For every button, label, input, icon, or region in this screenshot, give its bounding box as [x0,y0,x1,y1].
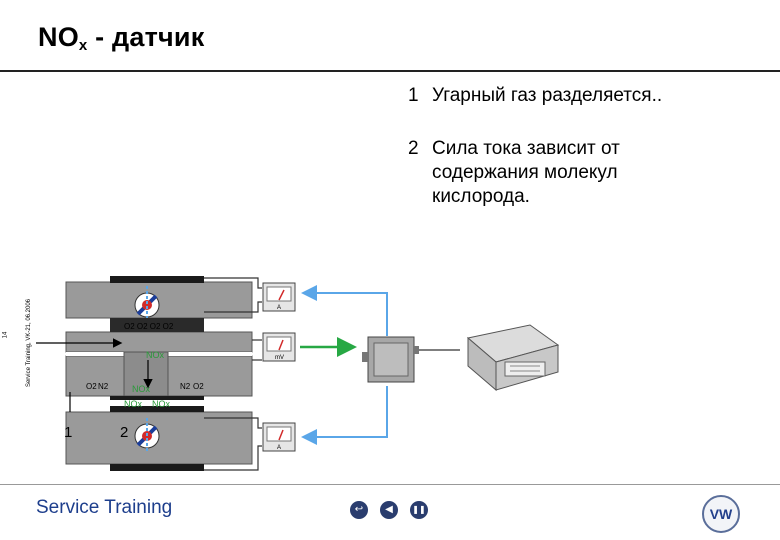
label-o2-left: O2 [86,382,97,391]
chamber-1-label: 1 [64,424,72,441]
nox-sensor-control-unit [362,336,419,383]
ammeter-bottom-unit: A [277,445,281,451]
label-nox-bottom-b: NOx [152,399,171,409]
title-rest: - датчик [87,22,205,52]
label-nox-bottom-a: NOx [124,399,143,409]
vw-logo: VW [702,495,740,533]
note-1-number: 1 [408,85,419,106]
ammeter-top-unit: A [277,305,281,311]
label-o2-right: O2 [193,382,204,391]
control-arrow-top [301,285,388,336]
ammeter-bottom: A [262,422,296,452]
vw-logo-text: VW [709,506,733,522]
pause-icon[interactable]: ❚❚ [410,501,428,519]
control-arrow-bottom [301,386,388,445]
prev-triangle-icon[interactable]: ◀ [380,501,398,519]
page-title: NOx - датчик [38,22,204,54]
note-1-text: Угарный газ разделяется.. [432,85,663,106]
note-2-number: 2 [408,138,419,159]
wiring [204,277,262,471]
header-divider [0,70,780,72]
ammeter-top: A [262,282,296,312]
chamber-2-label: 2 [120,424,128,441]
label-n2-right: N2 [180,382,191,391]
label-nox-upper: NOx [146,350,165,360]
label-n2-left: N2 [98,382,109,391]
return-arrow-icon[interactable]: ↩ [350,501,368,519]
note-2: 2 Сила тока зависит от содержания молекул… [408,137,672,209]
title-main: NO [38,22,79,52]
millivoltmeter-unit: mV [275,355,284,361]
note-1: 1 Угарный газ разделяется.. [408,84,672,108]
engine-control-unit [466,324,560,392]
label-nox-lower: NOx [132,384,151,394]
title-subscript: x [78,37,88,54]
brand-service-training: Service Training [36,497,173,518]
millivoltmeter: mV [262,332,296,362]
note-2-text: Сила тока зависит от содержания молекул … [432,138,620,207]
label-o2-top: O2 O2 O2 O2 [124,322,174,331]
footer-divider [0,484,780,485]
